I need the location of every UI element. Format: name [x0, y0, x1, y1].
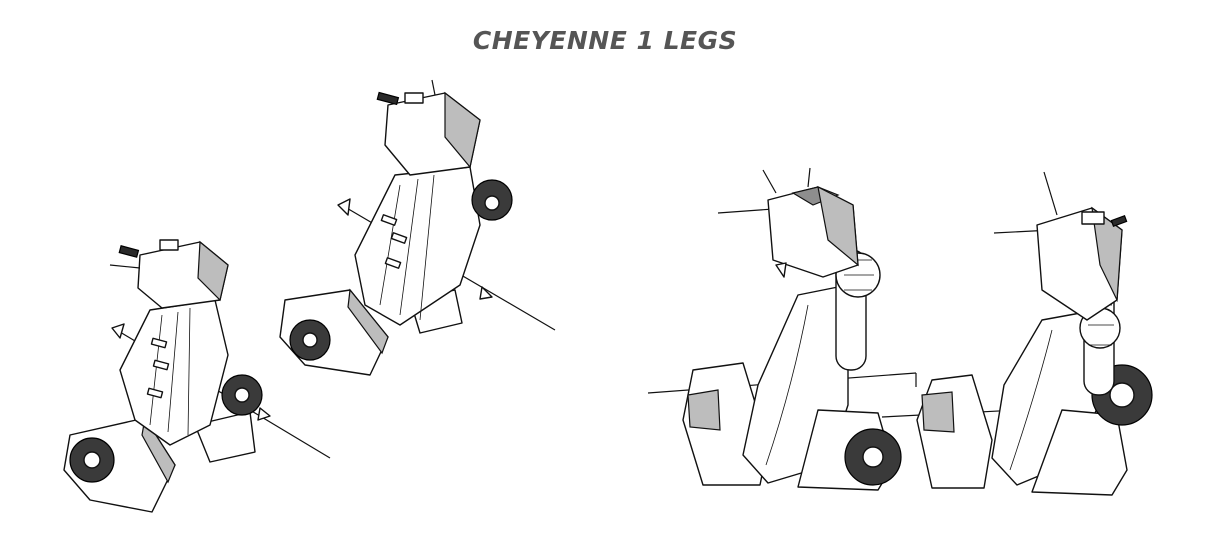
leg-illustration-1 — [50, 220, 350, 520]
page-title: CHEYENNE 1 LEGS — [472, 26, 738, 55]
leg-illustration-2 — [270, 75, 570, 385]
leg-illustration-3 — [647, 165, 928, 505]
leg-illustration-4 — [881, 170, 1172, 510]
